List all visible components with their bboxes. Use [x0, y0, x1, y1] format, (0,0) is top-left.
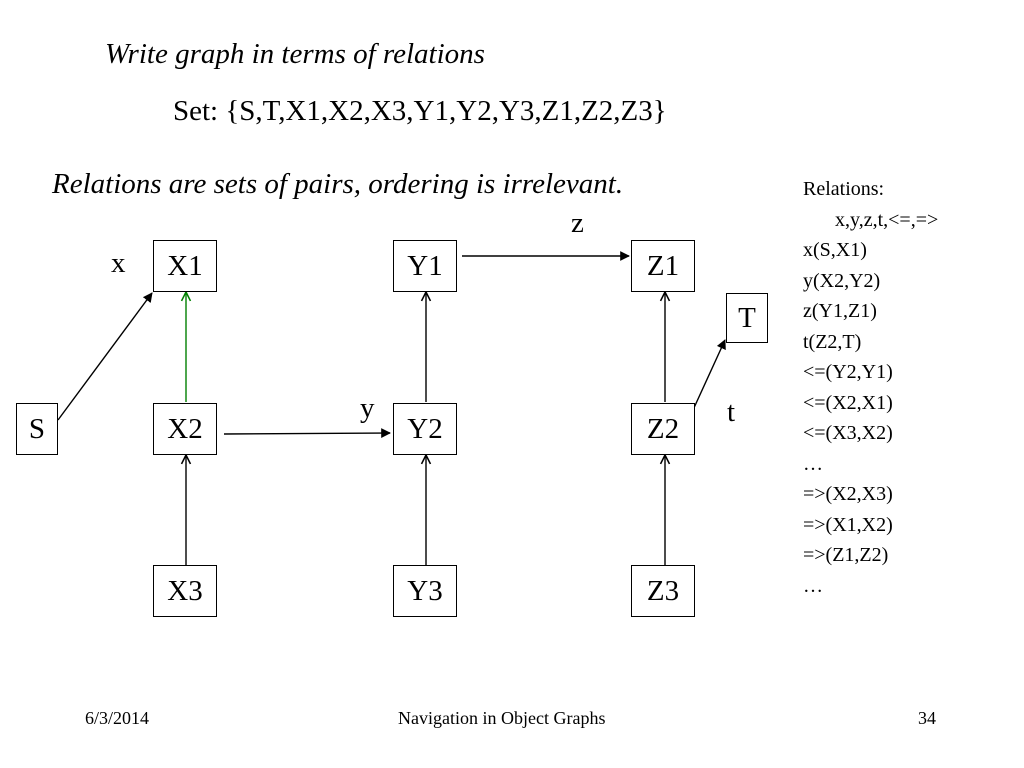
node-z3: Z3 — [631, 565, 695, 617]
edge-x-s-to-x1 — [57, 292, 153, 421]
node-x1: X1 — [153, 240, 217, 292]
edge-label-y: y — [360, 392, 375, 424]
relation-names: x,y,z,t,<=,=> — [835, 208, 939, 231]
relation-item: t(Z2,T) — [803, 330, 862, 353]
relations-note: Relations are sets of pairs, ordering is… — [52, 168, 624, 200]
footer-page-number: 34 — [918, 708, 936, 728]
node-y1: Y1 — [393, 240, 457, 292]
relation-item: z(Y1,Z1) — [803, 300, 877, 322]
relation-item: =>(X1,X2) — [803, 513, 893, 536]
slide-title: Write graph in terms of relations — [105, 38, 485, 70]
relation-item: … — [803, 574, 823, 597]
relation-item: =>(Z1,Z2) — [803, 544, 889, 566]
node-z2: Z2 — [631, 403, 695, 455]
relation-item: <=(Y2,Y1) — [803, 361, 893, 383]
footer-date: 6/3/2014 — [85, 708, 150, 728]
edge-t-z2-to-t — [692, 339, 726, 411]
node-t: T — [726, 293, 768, 343]
relation-item: =>(X2,X3) — [803, 483, 893, 505]
node-x3: X3 — [153, 565, 217, 617]
node-s: S — [16, 403, 58, 455]
relation-item: <=(X3,X2) — [803, 422, 893, 444]
relation-item: y(X2,Y2) — [803, 269, 881, 292]
relations-heading: Relations: — [803, 178, 885, 200]
node-z1: Z1 — [631, 240, 695, 292]
footer-title: Navigation in Object Graphs — [398, 708, 606, 728]
edge-label-z: z — [571, 207, 584, 239]
relation-item: … — [803, 452, 823, 475]
edge-y-x2-to-y2 — [223, 428, 391, 438]
set-definition: Set: {S,T,X1,X2,X3,Y1,Y2,Y3,Z1,Z2,Z3} — [173, 95, 667, 127]
relation-item: x(S,X1) — [803, 239, 867, 261]
relations-panel: Relations: x,y,z,t,<=,=> x(S,X1) y(X2,Y2… — [803, 174, 938, 601]
node-y2: Y2 — [393, 403, 457, 455]
relation-item: <=(X2,X1) — [803, 391, 893, 414]
node-x2: X2 — [153, 403, 217, 455]
node-y3: Y3 — [393, 565, 457, 617]
edge-label-t: t — [727, 396, 736, 428]
edge-label-x: x — [111, 247, 126, 279]
